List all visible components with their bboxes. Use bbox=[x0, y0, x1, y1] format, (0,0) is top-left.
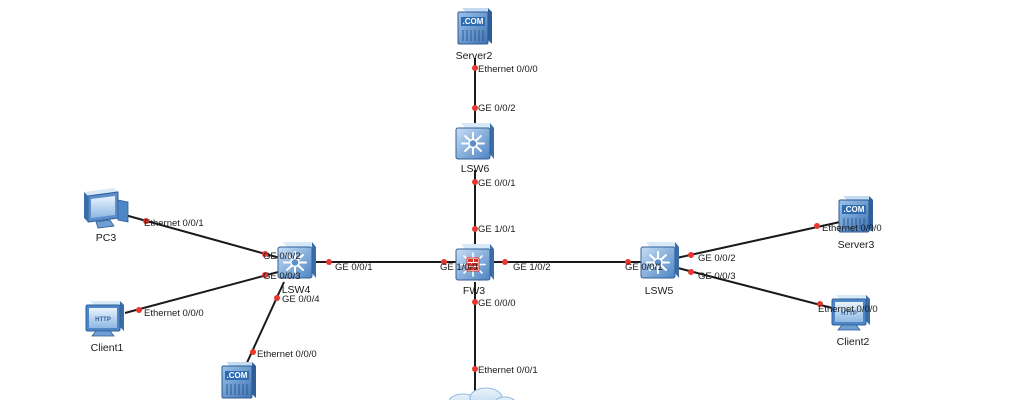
lsw4-label: LSW4 bbox=[282, 284, 311, 296]
port-labels: Ethernet 0/0/0 GE 0/0/2 GE 0/0/1 GE 1/0/… bbox=[144, 64, 882, 376]
pc3-label: PC3 bbox=[96, 232, 117, 244]
server-bottom-device[interactable]: .COM bbox=[221, 361, 257, 399]
port-label: GE 1/0/2 bbox=[513, 262, 551, 273]
cloud-device[interactable] bbox=[448, 387, 516, 400]
port-label: GE 0/0/3 bbox=[263, 271, 301, 282]
port-label: GE 0/0/1 bbox=[625, 262, 663, 273]
server-icon: .COM bbox=[457, 7, 493, 45]
port-dot[interactable] bbox=[472, 179, 478, 185]
port-dot[interactable] bbox=[814, 223, 820, 229]
port-dot[interactable] bbox=[817, 301, 823, 307]
client1-badge: HTTP bbox=[95, 317, 111, 323]
port-dot[interactable] bbox=[326, 259, 332, 265]
port-dot[interactable] bbox=[688, 269, 694, 275]
port-dot[interactable] bbox=[262, 251, 268, 257]
server2-badge: .COM bbox=[463, 17, 484, 26]
pc-icon bbox=[83, 187, 129, 229]
http-client-icon: HTTP bbox=[85, 300, 125, 337]
port-label: GE 0/0/0 bbox=[478, 298, 516, 309]
pc3-device[interactable] bbox=[83, 187, 129, 229]
links bbox=[124, 58, 841, 400]
link-lsw5-client2[interactable] bbox=[673, 266, 837, 310]
lsw5-label: LSW5 bbox=[645, 285, 674, 297]
port-label: Ethernet 0/0/0 bbox=[257, 349, 317, 360]
port-label: GE 0/0/3 bbox=[698, 271, 736, 282]
server3-badge: .COM bbox=[844, 205, 865, 214]
port-label: GE 0/0/2 bbox=[698, 253, 736, 264]
http-client-icon: HTTP bbox=[831, 294, 871, 331]
port-dot[interactable] bbox=[472, 65, 478, 71]
port-label: GE 0/0/1 bbox=[335, 262, 373, 273]
port-label: Ethernet 0/0/0 bbox=[818, 304, 878, 315]
port-dot[interactable] bbox=[262, 272, 268, 278]
port-label: GE 0/0/4 bbox=[282, 294, 320, 305]
server-bottom-badge: .COM bbox=[227, 371, 248, 380]
client2-badge: HTTP bbox=[841, 311, 857, 317]
link-pc3-lsw4[interactable] bbox=[124, 214, 281, 259]
port-dot[interactable] bbox=[502, 259, 508, 265]
link-lsw5-server3[interactable] bbox=[671, 221, 841, 260]
port-dot[interactable] bbox=[625, 259, 631, 265]
cloud-icon bbox=[448, 387, 515, 400]
port-label: GE 1/0/0 bbox=[440, 262, 478, 273]
client2-label: Client2 bbox=[837, 336, 870, 348]
port-dot[interactable] bbox=[143, 218, 149, 224]
port-label: Ethernet 0/0/0 bbox=[478, 64, 538, 75]
port-label: GE 1/0/1 bbox=[478, 224, 516, 235]
port-dot[interactable] bbox=[136, 307, 142, 313]
port-dot[interactable] bbox=[472, 105, 478, 111]
fw3-label: FW3 bbox=[463, 285, 485, 297]
port-dot[interactable] bbox=[472, 366, 478, 372]
link-client1-lsw4[interactable] bbox=[124, 270, 283, 314]
server2-device[interactable]: .COM bbox=[457, 7, 493, 45]
port-dot[interactable] bbox=[441, 259, 447, 265]
client1-device[interactable]: HTTP bbox=[85, 300, 125, 337]
port-label: GE 0/0/1 bbox=[478, 178, 516, 189]
server-icon: .COM bbox=[838, 195, 874, 233]
port-dots bbox=[136, 65, 823, 372]
server2-label: Server2 bbox=[456, 50, 493, 62]
port-dot[interactable] bbox=[688, 252, 694, 258]
lsw6-label: LSW6 bbox=[461, 163, 490, 175]
port-label: GE 0/0/2 bbox=[263, 251, 301, 262]
port-label: Ethernet 0/0/1 bbox=[478, 365, 538, 376]
port-dot[interactable] bbox=[472, 226, 478, 232]
client1-label: Client1 bbox=[91, 342, 124, 354]
port-dot[interactable] bbox=[274, 295, 280, 301]
server3-device[interactable]: .COM bbox=[838, 195, 874, 233]
server-icon: .COM bbox=[221, 361, 257, 399]
port-label: Ethernet 0/0/0 bbox=[144, 308, 204, 319]
port-dot[interactable] bbox=[472, 299, 478, 305]
lsw6-device[interactable] bbox=[455, 122, 495, 160]
port-dot[interactable] bbox=[250, 349, 256, 355]
port-label: Ethernet 0/0/0 bbox=[822, 223, 882, 234]
server3-label: Server3 bbox=[838, 239, 875, 251]
port-label: GE 0/0/2 bbox=[478, 103, 516, 114]
port-label: Ethernet 0/0/1 bbox=[144, 218, 204, 229]
client2-device[interactable]: HTTP bbox=[831, 294, 871, 331]
switch-icon bbox=[455, 122, 495, 160]
